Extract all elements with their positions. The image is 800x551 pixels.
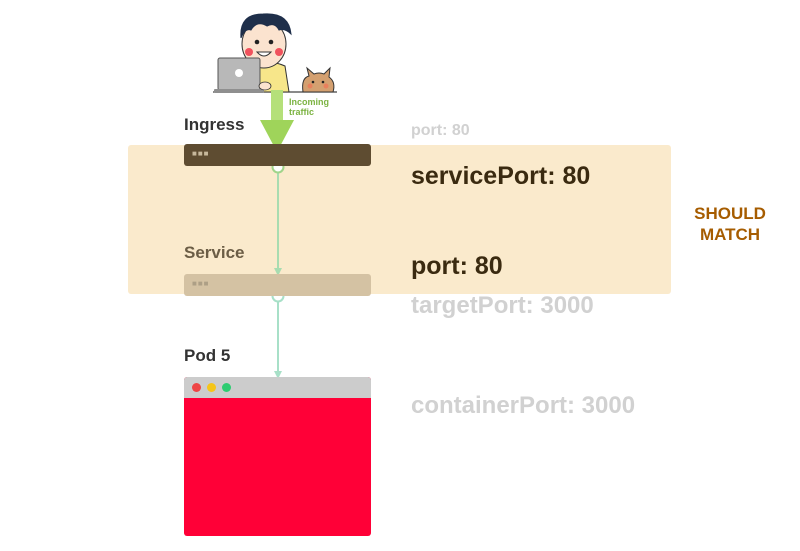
incoming-traffic-arrow: [260, 90, 294, 152]
incoming-traffic-label: Incoming traffic: [289, 97, 329, 117]
window-dots-icon: ■■■: [192, 279, 210, 288]
container-port-text: containerPort: 3000: [411, 392, 636, 419]
service-to-pod-arrow: [271, 289, 285, 379]
service-label: Service: [184, 243, 245, 262]
cat-icon: [302, 66, 335, 93]
close-dot-icon: [192, 383, 201, 392]
ingress-to-service-arrow: [271, 160, 285, 276]
person-with-laptop-icon: [213, 13, 337, 93]
service-port-text: servicePort: 80: [411, 162, 591, 190]
pod-window-chrome: [184, 377, 371, 398]
callout-line-2: MATCH: [699, 225, 761, 244]
callout-line-1: SHOULD: [694, 204, 766, 223]
ingress-bar: ■■■: [184, 144, 371, 166]
pod-window: [184, 377, 371, 536]
should-match-callout: SHOULD MATCH: [680, 203, 780, 245]
maximize-dot-icon: [222, 383, 231, 392]
port-text: port: 80: [411, 252, 503, 280]
target-port-text: targetPort: 3000: [411, 292, 594, 319]
pod-label: Pod 5: [184, 346, 231, 365]
port-top-text: port: 80: [411, 122, 470, 139]
minimize-dot-icon: [207, 383, 216, 392]
should-match-highlight: [128, 145, 671, 294]
window-dots-icon: ■■■: [192, 149, 210, 158]
service-bar: ■■■: [184, 274, 371, 296]
ingress-label: Ingress: [184, 115, 245, 134]
